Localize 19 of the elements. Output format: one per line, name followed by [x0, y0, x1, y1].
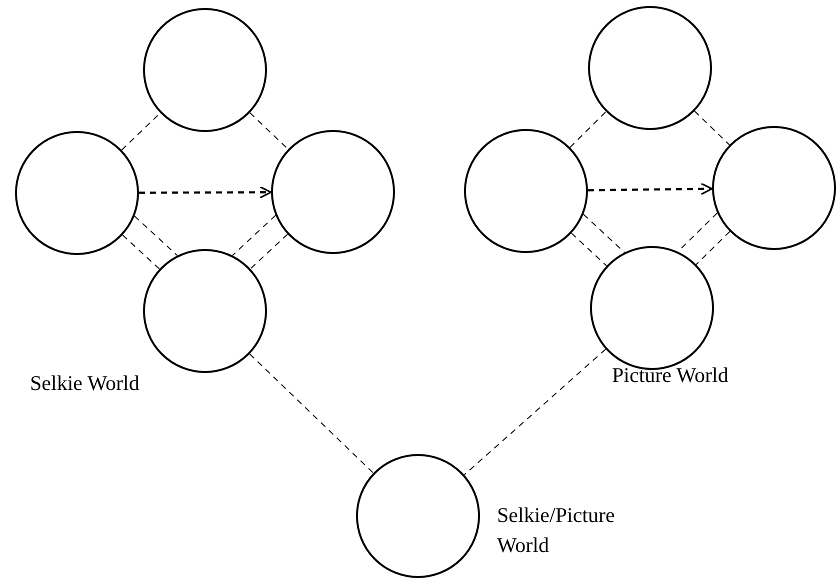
dashed-line	[134, 216, 178, 256]
dashed-arrow	[588, 182, 713, 196]
dashed-line	[122, 234, 160, 270]
dashed-line	[121, 112, 161, 151]
dashed-line	[694, 110, 730, 146]
dashed-line	[249, 112, 289, 150]
dashed-line	[250, 234, 288, 270]
dashed-line	[570, 232, 608, 266]
dashed-line	[582, 214, 625, 253]
dashed-line	[677, 212, 718, 252]
dashed-line	[232, 214, 276, 256]
node-caption: Selkie/Picture World	[497, 502, 616, 559]
group-label: Selkie World	[30, 370, 140, 397]
dashed-line	[696, 230, 730, 266]
dashed-line	[570, 111, 606, 148]
dashed-line	[464, 348, 606, 476]
group-label: Picture World	[612, 362, 728, 389]
dashed-line	[249, 354, 374, 474]
dashed-arrow	[139, 186, 272, 199]
